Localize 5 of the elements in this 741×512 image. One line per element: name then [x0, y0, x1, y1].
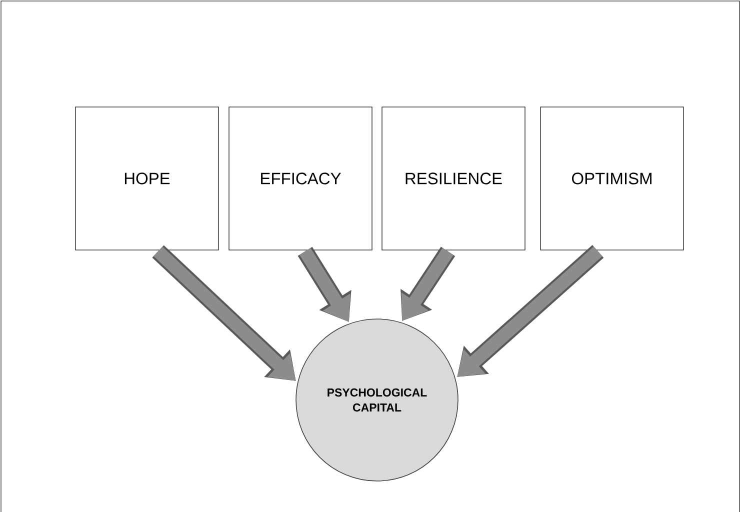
- concept-box: EFFICACY: [228, 106, 372, 250]
- concept-box: RESILIENCE: [382, 106, 526, 250]
- concept-box: HOPE: [75, 106, 219, 250]
- concept-box: OPTIMISM: [540, 106, 684, 250]
- circle-node: PSYCHOLOGICAL CAPITAL: [296, 318, 458, 482]
